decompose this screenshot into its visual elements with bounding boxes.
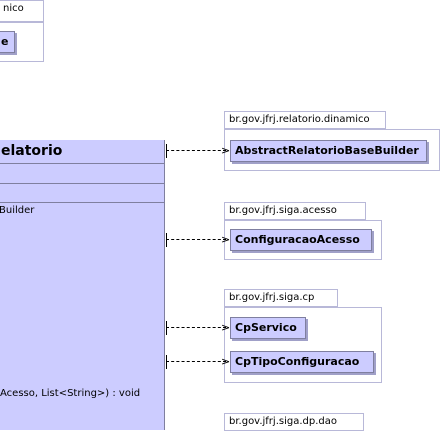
package-tab-top: nico (0, 0, 44, 22)
main-class-attr-compartment (0, 164, 165, 184)
package-name: br.gov.jfrj.siga.acesso (229, 205, 337, 216)
class-name: ConfiguracaoAcesso (235, 233, 360, 246)
main-class-divider (0, 184, 165, 203)
class-name: e (1, 35, 9, 48)
arrow-head-icon: > (221, 233, 231, 246)
dependency-tick (166, 233, 167, 247)
package-tab-siga-cp: br.gov.jfrj.siga.cp (224, 289, 338, 307)
package-tab-siga-acesso: br.gov.jfrj.siga.acesso (224, 202, 366, 220)
dependency-tick (166, 321, 167, 335)
package-name: br.gov.jfrj.siga.cp (229, 292, 315, 303)
dependency-line (166, 327, 226, 328)
class-cp-tipo-configuracao[interactable]: CpTipoConfiguracao (230, 351, 374, 373)
dependency-line (166, 361, 226, 362)
class-name: CpServico (235, 321, 297, 334)
dependency-tick (166, 144, 167, 158)
dependency-tick (166, 355, 167, 369)
dependency-line (166, 150, 226, 151)
class-name: CpTipoConfiguracao (235, 355, 360, 368)
package-tab-siga-dp-dao: br.gov.jfrj.siga.dp.dao (224, 413, 364, 431)
main-class-title-compartment: elatorio (0, 140, 165, 164)
package-name: br.gov.jfrj.relatorio.dinamico (229, 114, 370, 125)
dependency-line (166, 239, 226, 240)
arrow-head-icon: > (221, 355, 231, 368)
main-class-box[interactable] (0, 140, 165, 430)
class-configuracao-acesso[interactable]: ConfiguracaoAcesso (230, 229, 372, 251)
main-class-method-label: Acesso, List<String>) : void (0, 388, 141, 399)
arrow-head-icon: > (221, 144, 231, 157)
main-class-builder-label: Builder (0, 205, 35, 216)
package-name: br.gov.jfrj.siga.dp.dao (229, 416, 337, 427)
package-name: nico (3, 3, 24, 14)
class-cp-servico[interactable]: CpServico (230, 317, 306, 339)
arrow-head-icon: > (221, 321, 231, 334)
class-name: AbstractRelatorioBaseBuilder (235, 144, 419, 157)
package-tab-relatorio-dinamico: br.gov.jfrj.relatorio.dinamico (224, 111, 386, 129)
main-class-title: elatorio (1, 143, 63, 159)
class-abstract-relatorio-base-builder[interactable]: AbstractRelatorioBaseBuilder (230, 140, 427, 162)
class-box-top[interactable]: e (0, 31, 15, 53)
